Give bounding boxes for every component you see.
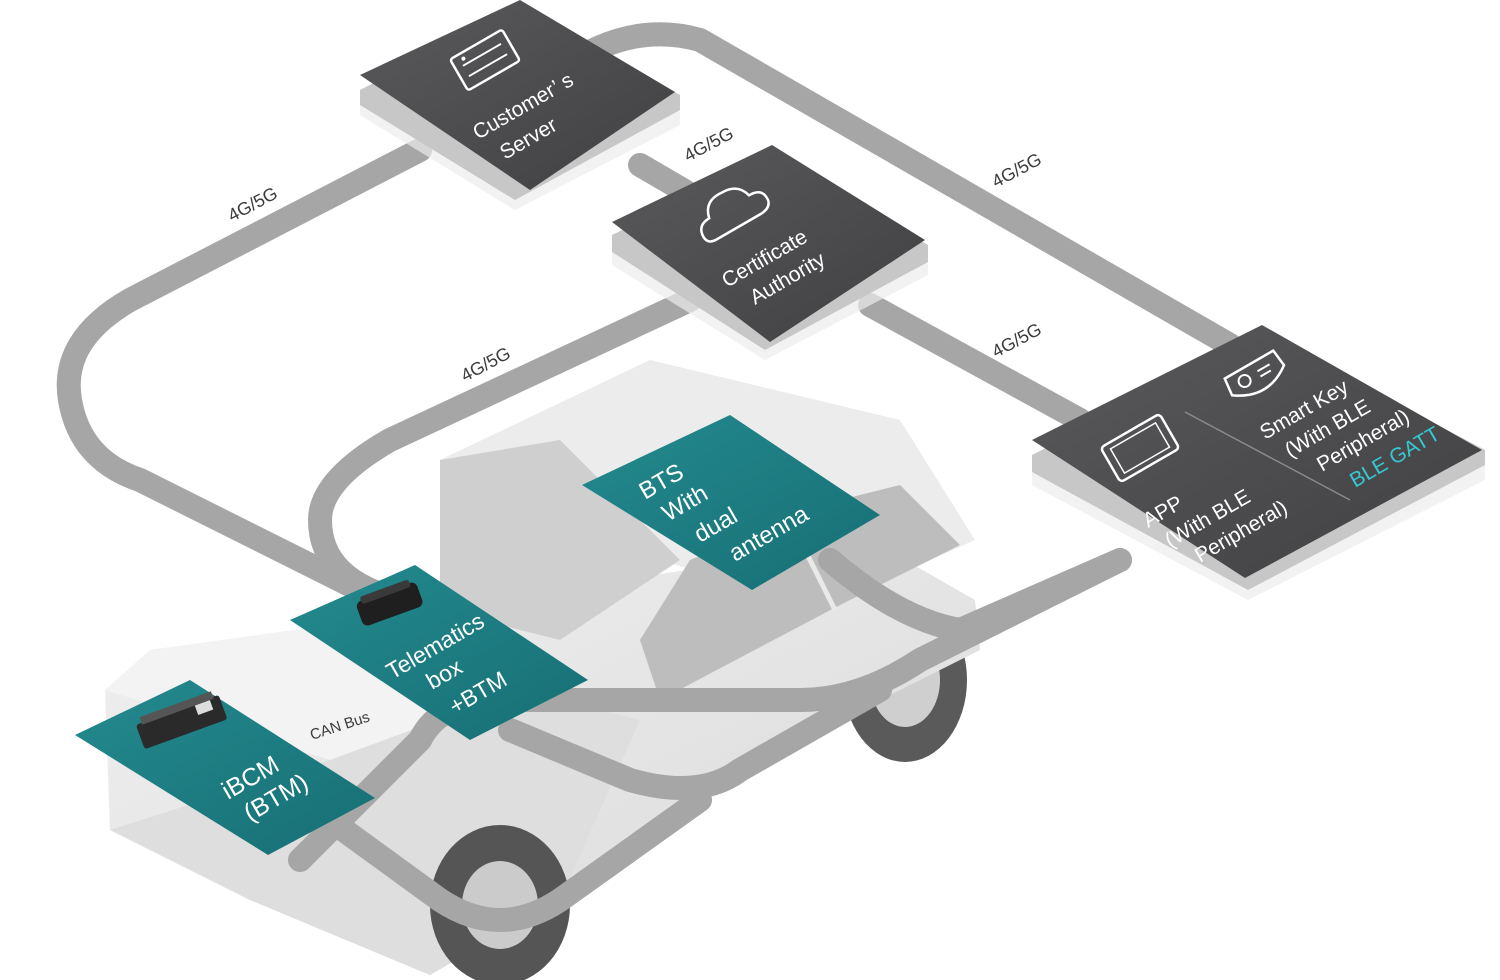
connector-telematics-front — [498, 678, 892, 800]
node-telematics[interactable]: Telematics box +BTM — [290, 565, 588, 740]
link-label-server-ca: 4G/5G — [680, 123, 736, 166]
telematics-box-icon — [356, 580, 423, 626]
node-ibcm[interactable]: iBCM (BTM) — [75, 680, 375, 855]
link-label-ca-app: 4G/5G — [988, 319, 1044, 362]
node-customer-server[interactable]: Customer’ s Server — [360, 0, 680, 210]
node-app-smart-key[interactable]: APP (With BLE Peripheral) Smart Key (Wit… — [1032, 325, 1485, 600]
node-bts[interactable]: BTS With dual antenna — [582, 415, 880, 590]
node-certificate-authority[interactable]: Certificate Authority — [612, 145, 928, 360]
connector-server-telematics — [56, 138, 432, 602]
link-label-server-phone: 4G/5G — [988, 149, 1044, 192]
ibcm-module-icon — [136, 691, 227, 749]
connectors — [56, 22, 1242, 932]
cloud-icon — [700, 187, 770, 243]
connector-ca-app — [858, 293, 1092, 432]
connector-ca-telematics — [308, 288, 702, 612]
car-windshield — [440, 440, 680, 640]
key-fob-icon — [1223, 348, 1286, 397]
server-rack-icon — [449, 29, 521, 91]
car-side-window — [640, 485, 960, 700]
tablet-icon — [1100, 413, 1180, 483]
connector-ibcm-front — [318, 788, 712, 932]
connector-bts-rear — [818, 548, 1132, 642]
